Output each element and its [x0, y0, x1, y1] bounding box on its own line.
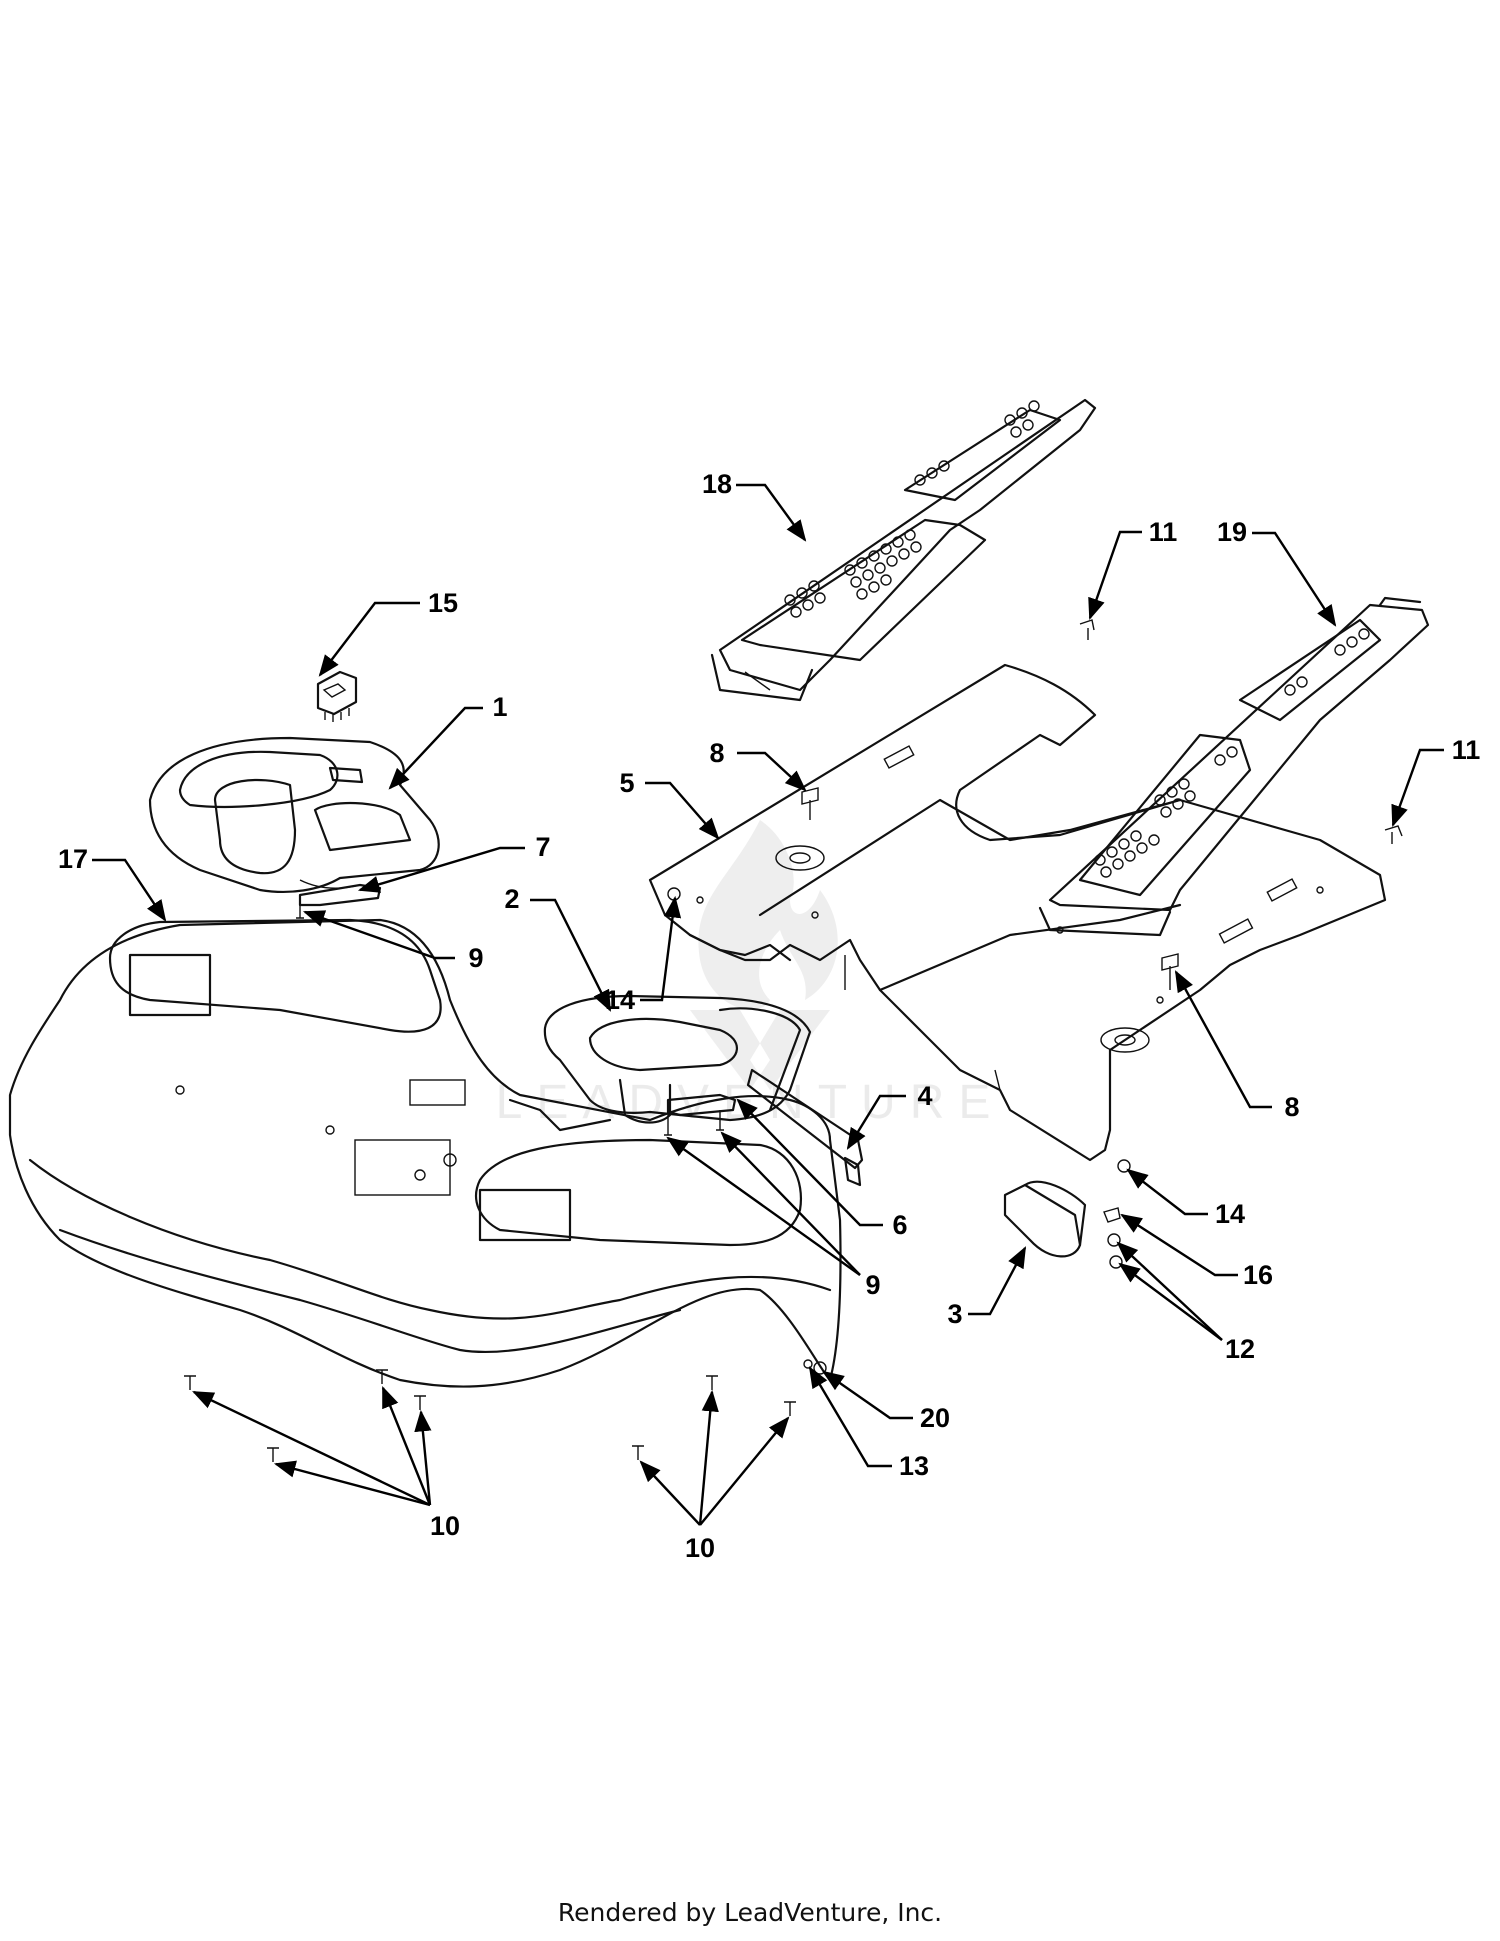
callout-14-left: 14	[605, 985, 635, 1015]
callout-20: 20	[920, 1403, 950, 1433]
callout-16: 16	[1243, 1260, 1273, 1290]
callout-7: 7	[535, 832, 550, 862]
switch-15	[316, 670, 358, 722]
callout-8-upper: 8	[709, 738, 724, 768]
callout-6: 6	[892, 1210, 907, 1240]
callout-17: 17	[58, 844, 88, 874]
callout-12: 12	[1225, 1334, 1255, 1364]
callout-11-right: 11	[1452, 735, 1481, 765]
callout-10-left: 10	[430, 1511, 460, 1541]
callout-labels: 15 1 7 17 9 2 18 11 19 8 5 11 14 4 8 6 1…	[58, 469, 1480, 1563]
heel-cover-3	[1003, 1180, 1087, 1258]
callout-10-right: 10	[685, 1533, 715, 1563]
callout-8-lower: 8	[1284, 1092, 1299, 1122]
callout-18: 18	[702, 469, 732, 499]
callout-9-lower: 9	[865, 1270, 880, 1300]
callout-15: 15	[428, 588, 458, 618]
fender-body-17	[8, 918, 842, 1388]
callout-19: 19	[1217, 517, 1247, 547]
callout-4: 4	[917, 1081, 932, 1111]
callout-13: 13	[899, 1451, 929, 1481]
callout-1: 1	[492, 692, 507, 722]
footer-credit: Rendered by LeadVenture, Inc.	[557, 1898, 943, 1927]
bracket-6	[666, 1093, 737, 1117]
callout-2: 2	[504, 884, 519, 914]
left-console-1	[148, 736, 440, 893]
floor-pan-5	[648, 663, 1387, 1162]
callout-5: 5	[619, 768, 634, 798]
callout-3: 3	[947, 1299, 962, 1329]
support-4	[746, 1068, 864, 1187]
callout-11-top: 11	[1149, 517, 1178, 547]
callout-9-upper: 9	[468, 943, 483, 973]
floor-mat-18	[710, 398, 1097, 702]
callout-14-right: 14	[1215, 1199, 1245, 1229]
leader-lines	[92, 483, 1444, 1526]
floor-mat-19	[1038, 596, 1430, 937]
